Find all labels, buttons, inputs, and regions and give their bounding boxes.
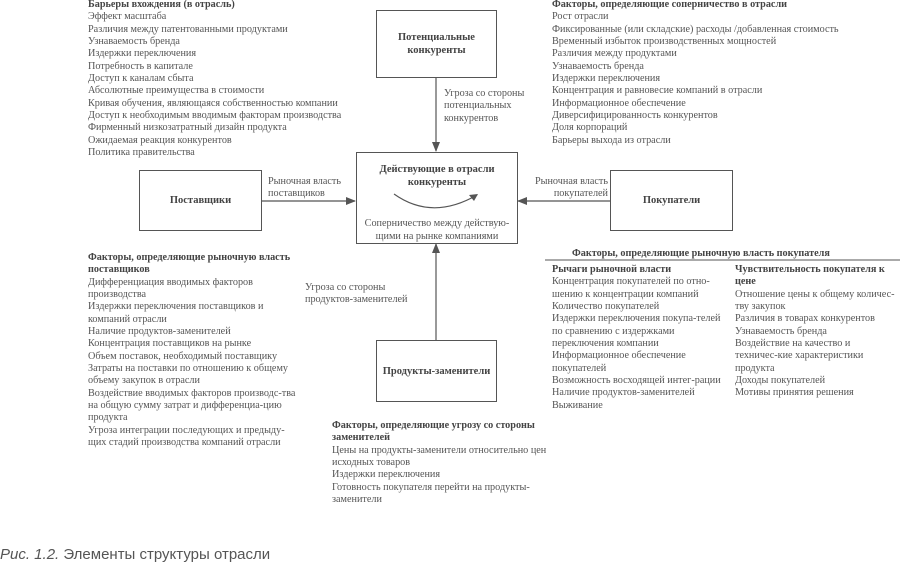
list-item: Узнаваемость бренда <box>552 60 644 72</box>
list-item: Угроза интеграции последующих и предыду-… <box>88 424 285 449</box>
list-item: Рост отрасли <box>552 11 609 23</box>
entry-barriers-list: Барьеры вхождения (в отрасль)Эффект масш… <box>88 0 341 159</box>
list-item: Барьеры выхода из отрасли <box>552 134 671 146</box>
list-heading: Факторы, определяющие рыночную власть по… <box>88 252 291 276</box>
supplier-power-list: Факторы, определяющие рыночную власть по… <box>88 252 298 450</box>
list-item: Фирменный низкозатратный дизайн продукта <box>88 122 287 134</box>
list-heading: Чувствительность покупателя к цене <box>735 264 885 288</box>
box-potential-competitors: Потенциальные конкуренты <box>376 10 497 78</box>
list-item: Воздействие вводимых факторов производс-… <box>88 387 296 424</box>
box-label: Поставщики <box>169 195 232 206</box>
list-item: Концентрация покупателей по отно-шению к… <box>552 276 710 300</box>
list-heading: Рычаги рыночной власти <box>552 264 672 275</box>
list-item: Временный избыток производственных мощно… <box>552 36 777 48</box>
list-item: Готовность покупателя перейти на продукт… <box>332 481 530 506</box>
list-item: Информационное обеспечение <box>552 97 686 109</box>
box-buyers: Покупатели <box>610 170 733 231</box>
list-item: Издержки переключения <box>552 73 661 85</box>
list-item: Доходы покупателей <box>735 375 826 387</box>
list-item: Кривая обучения, являющаяся собственност… <box>88 97 338 109</box>
list-item: Различия в товарах конкурентов <box>735 313 875 325</box>
list-item: Затраты на поставки по отношению к общем… <box>88 363 288 387</box>
list-item: Информационное обеспечение покупателей <box>552 350 686 374</box>
list-item: Фиксированные (или складские) расходы /д… <box>552 23 839 35</box>
center-subtitle: Соперничество между действую-щими на рын… <box>364 218 510 242</box>
list-item: Количество покупателей <box>552 301 660 313</box>
list-item: Различия между патентованными продуктами <box>88 23 288 35</box>
list-item: Концентрация и равновесие компаний в отр… <box>552 85 763 97</box>
list-heading: Барьеры вхождения (в отрасль) <box>88 0 235 10</box>
list-heading: Факторы, определяющие угрозу со стороны … <box>332 420 535 444</box>
buyer-power-heading: Факторы, определяющие рыночную власть по… <box>572 248 830 259</box>
center-title: Действующие в отрасли конкуренты <box>379 164 495 188</box>
list-item: Наличие продуктов-заменителей <box>552 387 695 399</box>
list-item: Узнаваемость бренда <box>735 325 827 337</box>
list-item: Концентрация поставщиков на рынке <box>88 338 252 350</box>
list-item: Воздействие на качество и техничес-кие х… <box>735 338 864 374</box>
label-threat-entrants: Угроза со стороны потенциальных конкурен… <box>444 88 525 124</box>
box-industry-competitors: Действующие в отрасли конкуренты Соперни… <box>356 152 518 244</box>
label-threat-substitutes: Угроза со стороны продуктов-заменителей <box>305 282 408 306</box>
list-item: Эффект масштаба <box>88 11 167 23</box>
list-item: Издержки переключения поставщиков и комп… <box>88 301 264 325</box>
rivalry-curve-arrow-icon <box>393 193 478 209</box>
list-item: Абсолютные преимущества в стоимости <box>88 85 265 97</box>
list-item: Различия между продуктами <box>552 48 677 60</box>
list-item: Потребность в капитале <box>88 60 193 72</box>
list-item: Политика правительства <box>88 147 195 159</box>
list-item: Диверсифицированность конкурентов <box>552 110 718 122</box>
substitute-threat-list: Факторы, определяющие угрозу со стороны … <box>332 420 547 506</box>
list-item: Доля корпораций <box>552 122 628 134</box>
list-item: Дифференциация вводимых факторов произво… <box>88 276 253 301</box>
box-label: Потенциальные конкуренты <box>398 32 475 56</box>
list-item: Выживание <box>552 399 603 411</box>
list-item: Цены на продукты-заменители относительно… <box>332 444 547 469</box>
label-supplier-power: Рыночная власть поставщиков <box>268 176 342 200</box>
list-item: Ожидаемая реакция конкурентов <box>88 134 232 146</box>
box-substitutes: Продукты-заменители <box>376 340 497 402</box>
list-item: Издержки переключения покупа-телей по ср… <box>552 313 721 350</box>
list-item: Мотивы принятия решения <box>735 387 854 399</box>
list-item: Издержки переключения <box>88 48 197 60</box>
list-item: Доступ к необходимым вводимым факторам п… <box>88 110 342 122</box>
caption-text: Элементы структуры отрасли <box>63 546 271 563</box>
list-item: Наличие продуктов-заменителей <box>88 326 231 338</box>
box-label: Покупатели <box>642 195 701 206</box>
list-item: Возможность восходящей интег-рации <box>552 375 721 387</box>
list-item: Узнаваемость бренда <box>88 36 180 48</box>
box-label: Продукты-заменители <box>382 365 491 377</box>
figure-caption: Рис. 1.2. Элементы структуры отрасли <box>0 546 270 563</box>
list-item: Отношение цены к общему количес-тву заку… <box>735 288 895 313</box>
list-item: Издержки переключения <box>332 469 441 481</box>
list-item: Объем поставок, необходимый поставщику <box>88 350 278 362</box>
box-suppliers: Поставщики <box>139 170 262 231</box>
rivalry-factors-list: Факторы, определяющие соперничество в от… <box>552 0 839 147</box>
list-heading: Факторы, определяющие соперничество в от… <box>552 0 788 10</box>
buyer-power-title: Факторы, определяющие рыночную власть по… <box>572 248 830 260</box>
label-buyer-power: Рыночная власть покупателей <box>534 176 608 200</box>
list-item: Доступ к каналам сбыта <box>88 73 194 85</box>
caption-label: Рис. 1.2. <box>0 546 60 563</box>
